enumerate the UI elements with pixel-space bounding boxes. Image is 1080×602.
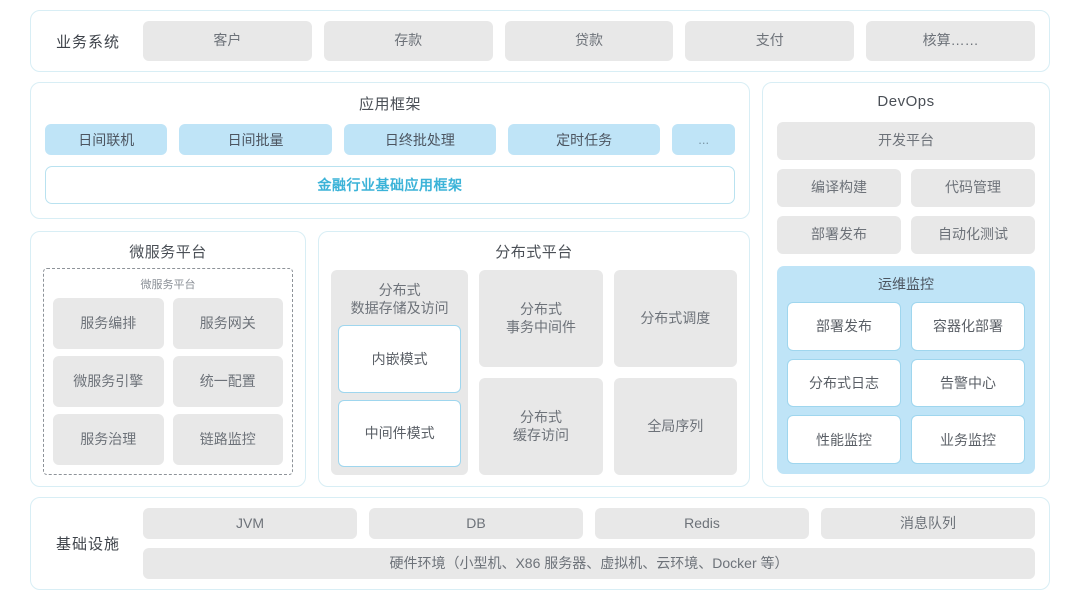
ops-item-performance-monitoring[interactable]: 性能监控 <box>787 415 901 464</box>
app-framework-item-daytime-online[interactable]: 日间联机 <box>45 124 168 155</box>
distributed-platform-panel: 分布式平台 分布式 数据存储及访问 内嵌模式 中间件模式 <box>318 231 750 487</box>
devops-panel: DevOps 开发平台 编译构建 代码管理 部署发布 自动化测试 运维监控 部署… <box>762 82 1050 487</box>
distributed-platform-title: 分布式平台 <box>495 244 573 261</box>
distributed-transaction-middleware-line1: 分布式 <box>519 301 562 317</box>
devops-title: DevOps <box>877 93 935 110</box>
devops-item-dev-platform[interactable]: 开发平台 <box>777 122 1035 160</box>
infrastructure-panel: 基础设施 JVM DB Redis 消息队列 硬件环境（小型机、X86 服务器、… <box>30 497 1050 590</box>
app-framework-item-eod-batch[interactable]: 日终批处理 <box>343 124 497 155</box>
middle-region: 应用框架 日间联机 日间批量 日终批处理 定时任务 ... 金融行业基础应用框架… <box>30 82 1050 487</box>
distributed-global-sequence[interactable]: 全局序列 <box>613 378 737 475</box>
ops-monitoring-title: 运维监控 <box>878 276 934 292</box>
devops-item-compile-build[interactable]: 编译构建 <box>777 169 901 207</box>
distributed-column-3: 分布式调度 全局序列 <box>613 270 737 475</box>
ops-item-containerized-deploy[interactable]: 容器化部署 <box>911 302 1025 351</box>
business-systems-label: 业务系统 <box>55 33 120 51</box>
ops-monitoring-panel: 运维监控 部署发布 容器化部署 分布式日志 告警中心 性能监控 业务监控 <box>777 266 1035 474</box>
business-system-item-accounting[interactable]: 核算…… <box>866 21 1035 61</box>
platform-column: 应用框架 日间联机 日间批量 日终批处理 定时任务 ... 金融行业基础应用框架… <box>30 82 750 487</box>
infrastructure-components-row: JVM DB Redis 消息队列 <box>143 508 1035 539</box>
business-system-item-customer[interactable]: 客户 <box>143 21 312 61</box>
devops-item-code-management[interactable]: 代码管理 <box>911 169 1035 207</box>
distributed-data-storage-card[interactable]: 分布式 数据存储及访问 内嵌模式 中间件模式 <box>331 270 469 475</box>
infrastructure-item-db[interactable]: DB <box>369 508 583 539</box>
distributed-data-storage-title: 分布式 数据存储及访问 <box>338 277 461 325</box>
infrastructure-item-message-queue[interactable]: 消息队列 <box>821 508 1035 539</box>
lower-platform-row: 微服务平台 微服务平台 服务编排 服务网关 微服务引擎 统一配置 服务治理 链路… <box>30 231 750 487</box>
distributed-mode-embedded[interactable]: 内嵌模式 <box>338 325 462 393</box>
ops-item-deploy-release[interactable]: 部署发布 <box>787 302 901 351</box>
distributed-cache-access[interactable]: 分布式 缓存访问 <box>479 378 603 475</box>
distributed-mode-middleware[interactable]: 中间件模式 <box>338 399 462 467</box>
microservice-platform-title: 微服务平台 <box>129 244 207 261</box>
ops-item-distributed-logging[interactable]: 分布式日志 <box>787 358 901 408</box>
business-system-item-payment[interactable]: 支付 <box>685 21 855 61</box>
infrastructure-label: 基础设施 <box>55 536 120 553</box>
microservice-item-unified-config[interactable]: 统一配置 <box>172 356 283 407</box>
infrastructure-stack: JVM DB Redis 消息队列 硬件环境（小型机、X86 服务器、虚拟机、云… <box>143 508 1035 579</box>
infrastructure-item-jvm[interactable]: JVM <box>143 508 357 539</box>
distributed-scheduling[interactable]: 分布式调度 <box>613 270 737 367</box>
app-framework-item-daytime-batch[interactable]: 日间批量 <box>179 124 332 155</box>
distributed-data-storage-title-line1: 分布式 <box>378 282 421 298</box>
infrastructure-item-redis[interactable]: Redis <box>595 508 809 539</box>
devops-pair-2: 部署发布 自动化测试 <box>777 216 1035 254</box>
distributed-cache-access-line2: 缓存访问 <box>512 426 569 443</box>
microservice-item-service-orchestration[interactable]: 服务编排 <box>53 298 164 349</box>
microservice-item-service-gateway[interactable]: 服务网关 <box>172 298 283 349</box>
devops-pair-1: 编译构建 代码管理 <box>777 169 1035 207</box>
microservice-item-trace-monitoring[interactable]: 链路监控 <box>172 414 283 465</box>
microservice-item-service-governance[interactable]: 服务治理 <box>53 414 164 465</box>
distributed-cache-access-line1: 分布式 <box>519 409 562 425</box>
distributed-transaction-middleware[interactable]: 分布式 事务中间件 <box>479 270 603 367</box>
microservice-platform-subtitle: 微服务平台 <box>140 279 196 291</box>
microservice-platform-grid: 服务编排 服务网关 微服务引擎 统一配置 服务治理 链路监控 <box>53 298 283 465</box>
app-framework-item-more[interactable]: ... <box>672 124 735 155</box>
microservice-platform-panel: 微服务平台 微服务平台 服务编排 服务网关 微服务引擎 统一配置 服务治理 链路… <box>30 231 306 487</box>
business-system-item-loan[interactable]: 贷款 <box>504 21 674 61</box>
app-framework-title: 应用框架 <box>358 96 421 113</box>
ops-item-alert-center[interactable]: 告警中心 <box>911 358 1025 408</box>
app-framework-chip-row: 日间联机 日间批量 日终批处理 定时任务 ... <box>45 124 735 155</box>
infrastructure-hardware-row: 硬件环境（小型机、X86 服务器、虚拟机、云环境、Docker 等） <box>143 548 1035 579</box>
app-framework-item-scheduled-task[interactable]: 定时任务 <box>508 124 661 155</box>
infrastructure-item-hardware-environment[interactable]: 硬件环境（小型机、X86 服务器、虚拟机、云环境、Docker 等） <box>143 548 1035 579</box>
ops-monitoring-grid: 部署发布 容器化部署 分布式日志 告警中心 性能监控 业务监控 <box>787 302 1025 464</box>
distributed-column-2: 分布式 事务中间件 分布式 缓存访问 <box>479 270 603 475</box>
microservice-platform-inner-box: 微服务平台 服务编排 服务网关 微服务引擎 统一配置 服务治理 链路监控 <box>43 268 293 475</box>
business-systems-panel: 业务系统 客户 存款 贷款 支付 核算…… <box>30 10 1050 72</box>
ops-item-business-monitoring[interactable]: 业务监控 <box>911 415 1025 464</box>
app-framework-panel: 应用框架 日间联机 日间批量 日终批处理 定时任务 ... 金融行业基础应用框架 <box>30 82 750 219</box>
microservice-item-microservice-engine[interactable]: 微服务引擎 <box>53 356 164 407</box>
distributed-data-storage-title-line2: 数据存储及访问 <box>350 299 449 316</box>
distributed-transaction-middleware-line2: 事务中间件 <box>505 318 576 335</box>
business-systems-chips: 客户 存款 贷款 支付 核算…… <box>143 21 1035 61</box>
devops-item-deploy-release[interactable]: 部署发布 <box>777 216 901 254</box>
finance-base-framework-bar[interactable]: 金融行业基础应用框架 <box>45 166 735 204</box>
business-system-item-deposit[interactable]: 存款 <box>323 21 493 61</box>
distributed-platform-body: 分布式 数据存储及访问 内嵌模式 中间件模式 分布式 事务中间件 <box>331 270 737 475</box>
devops-item-automated-testing[interactable]: 自动化测试 <box>911 216 1035 254</box>
